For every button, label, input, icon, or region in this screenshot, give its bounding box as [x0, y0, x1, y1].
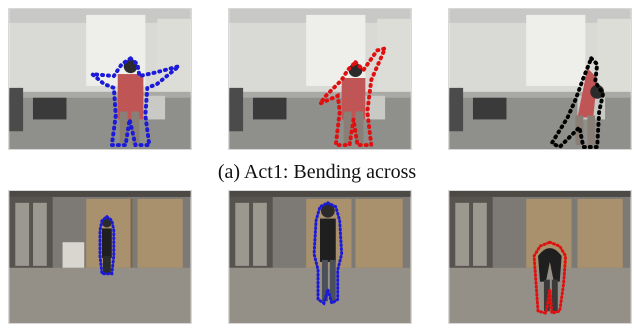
- hall-scene-image: [229, 191, 411, 323]
- caption-a: (a) Act1: Bending across: [217, 161, 417, 183]
- hall-scene-image: [9, 191, 191, 323]
- frame-act2-1: [8, 190, 192, 324]
- black-contour: [549, 54, 606, 149]
- red-contour: [532, 240, 568, 316]
- frame-act2-3: [448, 190, 632, 324]
- frame-act2-2: [228, 190, 412, 324]
- frame-act1-3: [448, 8, 632, 150]
- frame-act1-1: [8, 8, 192, 150]
- blue-contour: [85, 55, 181, 148]
- blue-contour: [98, 214, 116, 276]
- office-scene-image: [9, 9, 191, 149]
- red-contour: [313, 45, 389, 148]
- blue-contour: [312, 201, 344, 306]
- office-scene-image: [449, 9, 631, 149]
- hall-scene-image: [449, 191, 631, 323]
- office-scene-image: [229, 9, 411, 149]
- frame-act1-2: [228, 8, 412, 150]
